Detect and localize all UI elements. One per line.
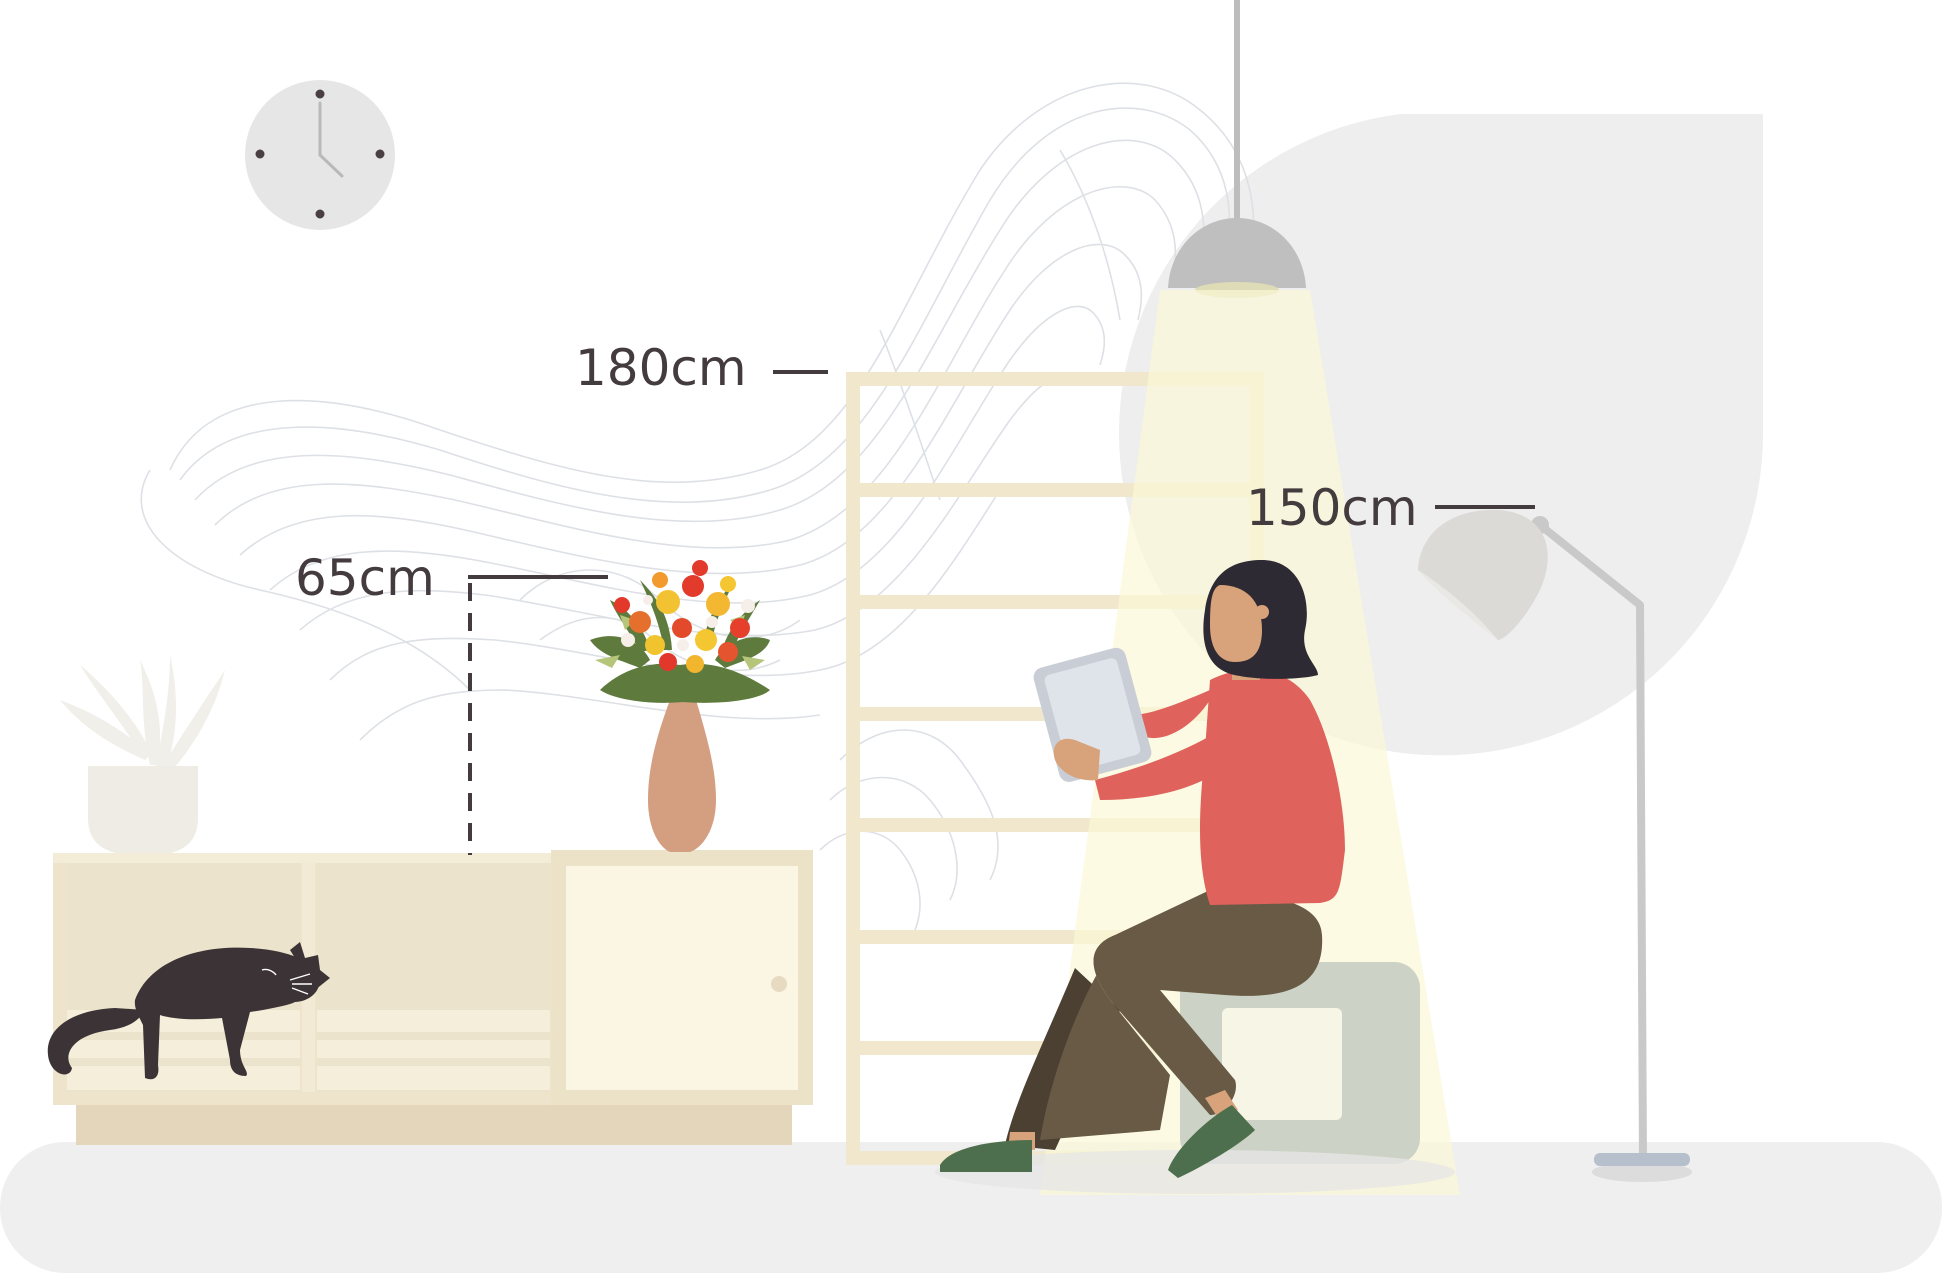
- wall-clock-icon: [245, 80, 395, 230]
- measurement-150cm: 150cm: [1246, 479, 1535, 537]
- cat-icon: [47, 942, 330, 1080]
- measurement-tick-150: [1435, 505, 1535, 509]
- measurement-tick-65: [468, 575, 608, 579]
- measurement-label-150: 150cm: [1246, 479, 1418, 537]
- stool: [1180, 962, 1420, 1164]
- potted-plant-icon: [60, 655, 225, 856]
- measurement-65cm: 65cm: [295, 549, 608, 855]
- measurement-label-180: 180cm: [575, 339, 747, 397]
- measurement-label-65: 65cm: [295, 549, 435, 607]
- measurement-tick-180: [773, 370, 828, 374]
- measurement-180cm: 180cm: [575, 339, 828, 397]
- flower-bouquet-icon: [590, 560, 770, 852]
- woman-reading: [935, 560, 1455, 1194]
- floor-lamp-icon: [1418, 509, 1692, 1182]
